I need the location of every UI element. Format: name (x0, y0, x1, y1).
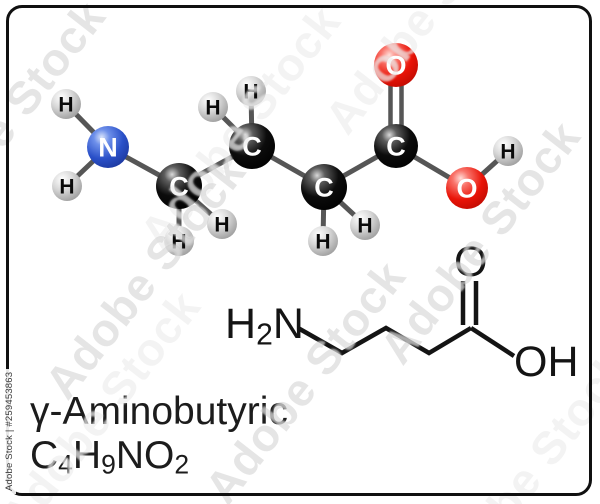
atom-label: H (171, 231, 186, 254)
atom-label: H (243, 81, 258, 104)
skeletal-formula (296, 281, 516, 358)
amine-n: N (272, 300, 304, 348)
atom-label: C (169, 172, 189, 202)
formula-no: NO (115, 434, 175, 477)
atom-label: H (214, 214, 229, 237)
atom-label: O (456, 174, 477, 204)
compound-name-label: γ-Aminobutyric (30, 390, 288, 433)
atom-h-sphere (207, 209, 237, 239)
formula-h-count: 9 (101, 449, 116, 480)
atom-label: H (59, 176, 74, 199)
atom-label: C (314, 173, 334, 203)
atom-o-sphere (446, 167, 488, 209)
atom-o-sphere (374, 43, 418, 87)
molecular-formula-label: C4H9NO2 (30, 434, 190, 480)
amine-h: H (225, 300, 257, 348)
atom-c-sphere (156, 163, 202, 209)
atom-c-sphere (301, 164, 347, 210)
carbonyl-oxygen-label: O (454, 238, 488, 286)
atom-h-sphere (164, 226, 194, 256)
atom-label: H (500, 141, 515, 164)
atom-h-sphere (350, 210, 380, 240)
atom-c-sphere (374, 124, 418, 168)
atom-h-sphere (308, 226, 338, 256)
atom-h-sphere (51, 89, 81, 119)
formula-h: H (72, 434, 102, 477)
stock-credit-label: Adobe Stock | #259453863 (3, 368, 16, 494)
amine-group-label: H2N (225, 303, 304, 351)
formula-o-count: 2 (174, 449, 190, 480)
atom-n-sphere (87, 126, 129, 168)
atom-c-sphere (229, 123, 275, 169)
atom-h-sphere (236, 76, 266, 106)
atom-label: H (58, 94, 73, 117)
amine-h-count: 2 (256, 318, 273, 352)
formula-c: C (30, 434, 59, 477)
atom-label: H (315, 231, 330, 254)
atom-h-sphere (52, 171, 82, 201)
atom-h-sphere (198, 92, 228, 122)
hydroxyl-group-label: OH (514, 338, 579, 386)
atom-label: C (386, 132, 406, 162)
atom-label: N (98, 133, 118, 163)
carbon-chain-line (296, 325, 473, 356)
atom-label: H (357, 215, 372, 238)
c-oh-bond-line (469, 326, 516, 358)
atom-h-sphere (493, 136, 523, 166)
image-border-frame (6, 5, 592, 496)
atom-label: O (385, 51, 406, 81)
formula-c-count: 4 (58, 449, 73, 480)
atom-label: C (242, 132, 262, 162)
atom-label: H (205, 97, 220, 120)
